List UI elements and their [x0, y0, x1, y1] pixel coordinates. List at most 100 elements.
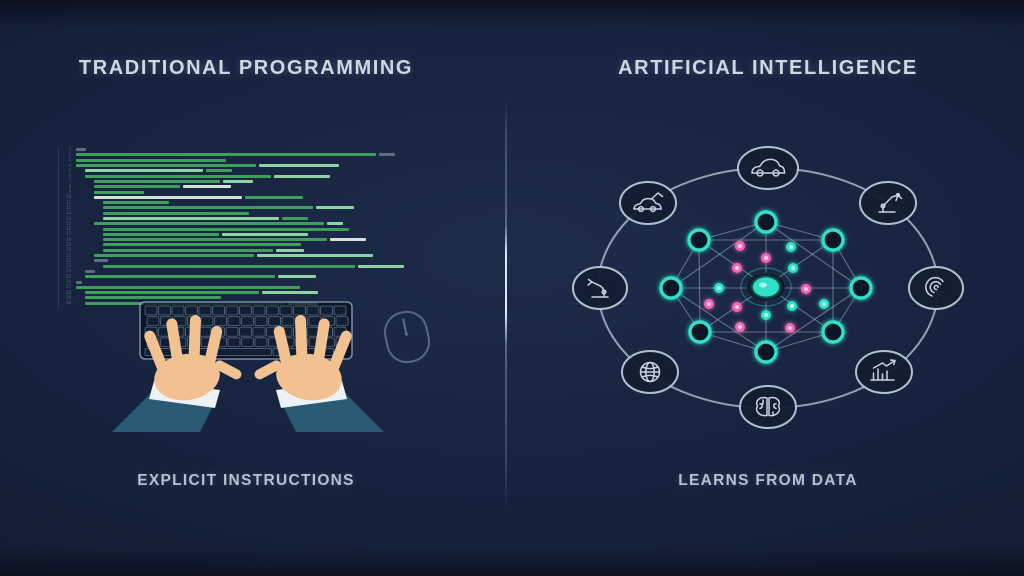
- glyph-shape: [872, 368, 888, 381]
- glyph-shape: [755, 396, 768, 417]
- node-core: [738, 244, 742, 248]
- code-token: [76, 164, 256, 168]
- code-line: 25: [61, 274, 450, 279]
- code-token: [94, 259, 108, 263]
- brain-icon: [739, 385, 797, 429]
- glyph-shape: [601, 289, 607, 295]
- code-line: 13: [61, 211, 450, 216]
- network-edge: [698, 239, 701, 333]
- finger: [166, 318, 184, 369]
- keyboard-key: [254, 337, 268, 348]
- node-core: [735, 305, 739, 309]
- code-line: 18: [61, 237, 450, 242]
- analytics-chart-icon: [855, 350, 913, 394]
- code-token: [76, 153, 376, 157]
- line-number: 4: [68, 162, 71, 168]
- code-line: 11: [61, 200, 450, 205]
- code-token: [76, 280, 82, 284]
- line-number: 5: [68, 167, 71, 173]
- code-line: 1: [61, 147, 450, 152]
- code-token: [94, 195, 242, 199]
- code-line: 12: [61, 205, 450, 210]
- network-ring-node: [849, 276, 873, 300]
- glyph-shape: [633, 197, 662, 210]
- finger: [203, 325, 223, 371]
- keyboard-key: [200, 316, 214, 327]
- network-edge: [670, 221, 767, 289]
- line-number: 28: [66, 289, 71, 295]
- ai-diagram: [572, 146, 964, 429]
- node-core: [738, 325, 742, 329]
- code-token: [206, 169, 232, 173]
- line-number: 20: [66, 247, 71, 253]
- code-line: 23: [61, 264, 450, 269]
- code-line: 4: [61, 163, 450, 168]
- keyboard-key: [185, 305, 198, 316]
- line-number: 22: [66, 257, 71, 263]
- code-token: [358, 264, 404, 268]
- line-number: 21: [66, 252, 71, 258]
- glyph-shape: [637, 205, 645, 213]
- network-ring-node: [821, 320, 845, 344]
- code-line: 6: [61, 173, 450, 178]
- line-number: 19: [66, 241, 71, 247]
- line-number: 27: [66, 284, 71, 290]
- code-token: [103, 206, 313, 210]
- line-number: 8: [68, 183, 71, 189]
- keyboard-key: [252, 326, 266, 337]
- network-center-node: [740, 267, 792, 307]
- keyboard-key: [279, 305, 293, 316]
- line-number: 15: [66, 220, 71, 226]
- line-number: 6: [68, 173, 71, 179]
- code-token: [316, 206, 354, 210]
- glyph-shape: [587, 278, 593, 286]
- line-number: 26: [66, 279, 71, 285]
- line-number: 14: [66, 215, 71, 221]
- code-token: [85, 169, 203, 173]
- code-token: [257, 254, 373, 258]
- keyboard-key: [212, 305, 225, 316]
- keyboard-key: [225, 326, 239, 337]
- line-number: 12: [66, 204, 71, 210]
- code-line: 24: [61, 269, 450, 274]
- node-core: [789, 245, 793, 249]
- fingerprint-icon: [908, 266, 964, 310]
- node-core: [764, 256, 768, 260]
- glyph-shape: [925, 276, 944, 297]
- code-token: [103, 217, 279, 220]
- glyph-shape: [895, 192, 901, 198]
- line-number: 18: [66, 236, 71, 242]
- code-token: [262, 291, 318, 295]
- keyboard-key: [254, 316, 268, 327]
- autonomous-car-icon: [737, 146, 799, 190]
- code-token: [94, 222, 324, 226]
- code-token: [276, 248, 304, 252]
- code-token: [85, 269, 95, 273]
- keyboard-key: [227, 316, 241, 327]
- keyboard-key: [225, 305, 239, 316]
- code-line: 20: [61, 248, 450, 253]
- keyboard-key: [320, 305, 333, 316]
- keyboard-key: [335, 316, 349, 327]
- code-token: [76, 148, 86, 152]
- code-token: [85, 275, 275, 279]
- code-line: 19: [61, 242, 450, 247]
- smart-vehicle-icon: [619, 181, 677, 225]
- code-token: [94, 179, 220, 183]
- code-token: [103, 201, 169, 205]
- line-number: 7: [68, 178, 71, 184]
- mouse-icon: [383, 310, 431, 364]
- node-core: [717, 286, 721, 290]
- glyph-shape: [933, 284, 939, 291]
- glyph-shape: [641, 366, 659, 378]
- right-panel-caption: LEARNS FROM DATA: [678, 472, 858, 489]
- code-line: 3: [61, 158, 450, 163]
- left-hand: [112, 315, 242, 432]
- glyph-shape: [880, 203, 886, 209]
- node-core: [707, 302, 711, 306]
- code-line: 14: [61, 216, 450, 221]
- network-ring-node: [659, 276, 683, 300]
- industrial-robot-icon: [572, 266, 628, 310]
